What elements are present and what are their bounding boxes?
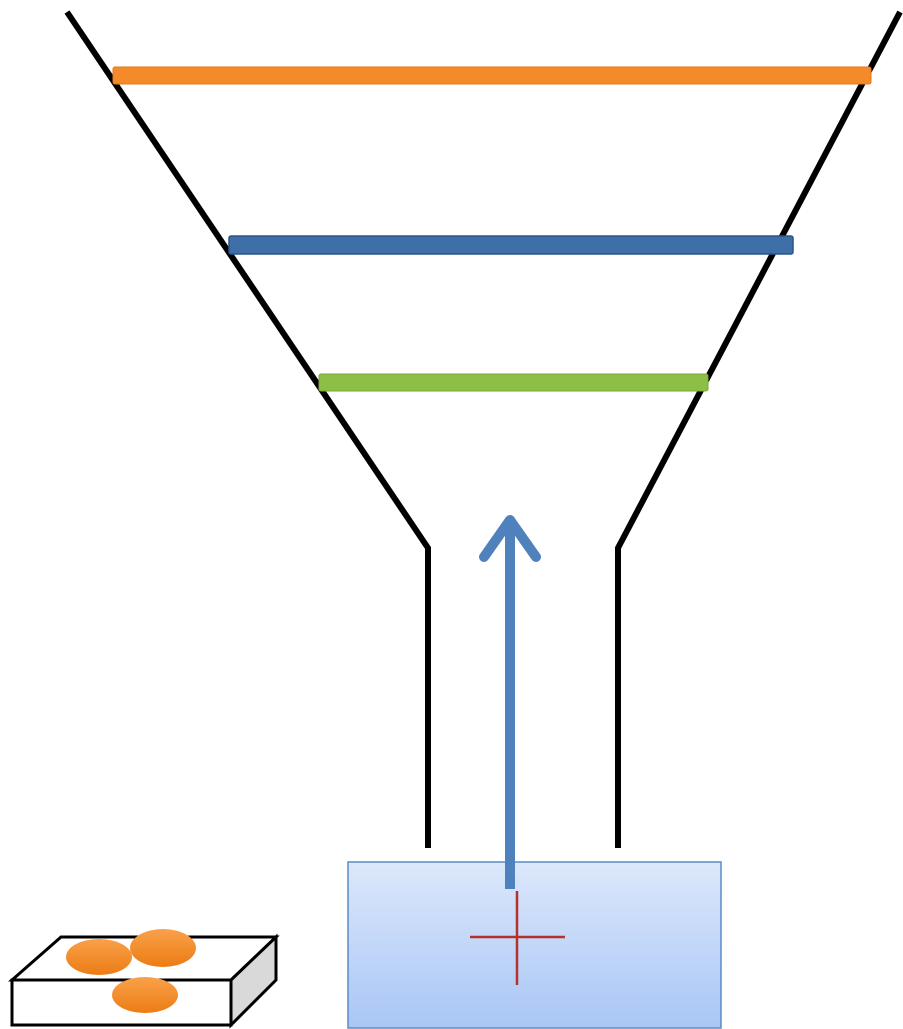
sample-spots bbox=[66, 929, 196, 1013]
sample-spot bbox=[130, 929, 196, 967]
level-bars bbox=[112, 66, 872, 392]
arrow-head bbox=[479, 515, 541, 562]
funnel-right-wall bbox=[615, 10, 903, 848]
source-box-body bbox=[347, 861, 722, 1029]
level-bar-middle bbox=[228, 235, 794, 255]
level-bar-top bbox=[112, 66, 872, 85]
level-bar-bottom bbox=[318, 373, 709, 392]
source-box bbox=[347, 861, 722, 1029]
up-arrow bbox=[479, 515, 541, 889]
sample-spot bbox=[112, 977, 178, 1013]
funnel-left-wall bbox=[64, 10, 431, 848]
funnel bbox=[64, 10, 903, 848]
sample-spot bbox=[66, 939, 132, 975]
